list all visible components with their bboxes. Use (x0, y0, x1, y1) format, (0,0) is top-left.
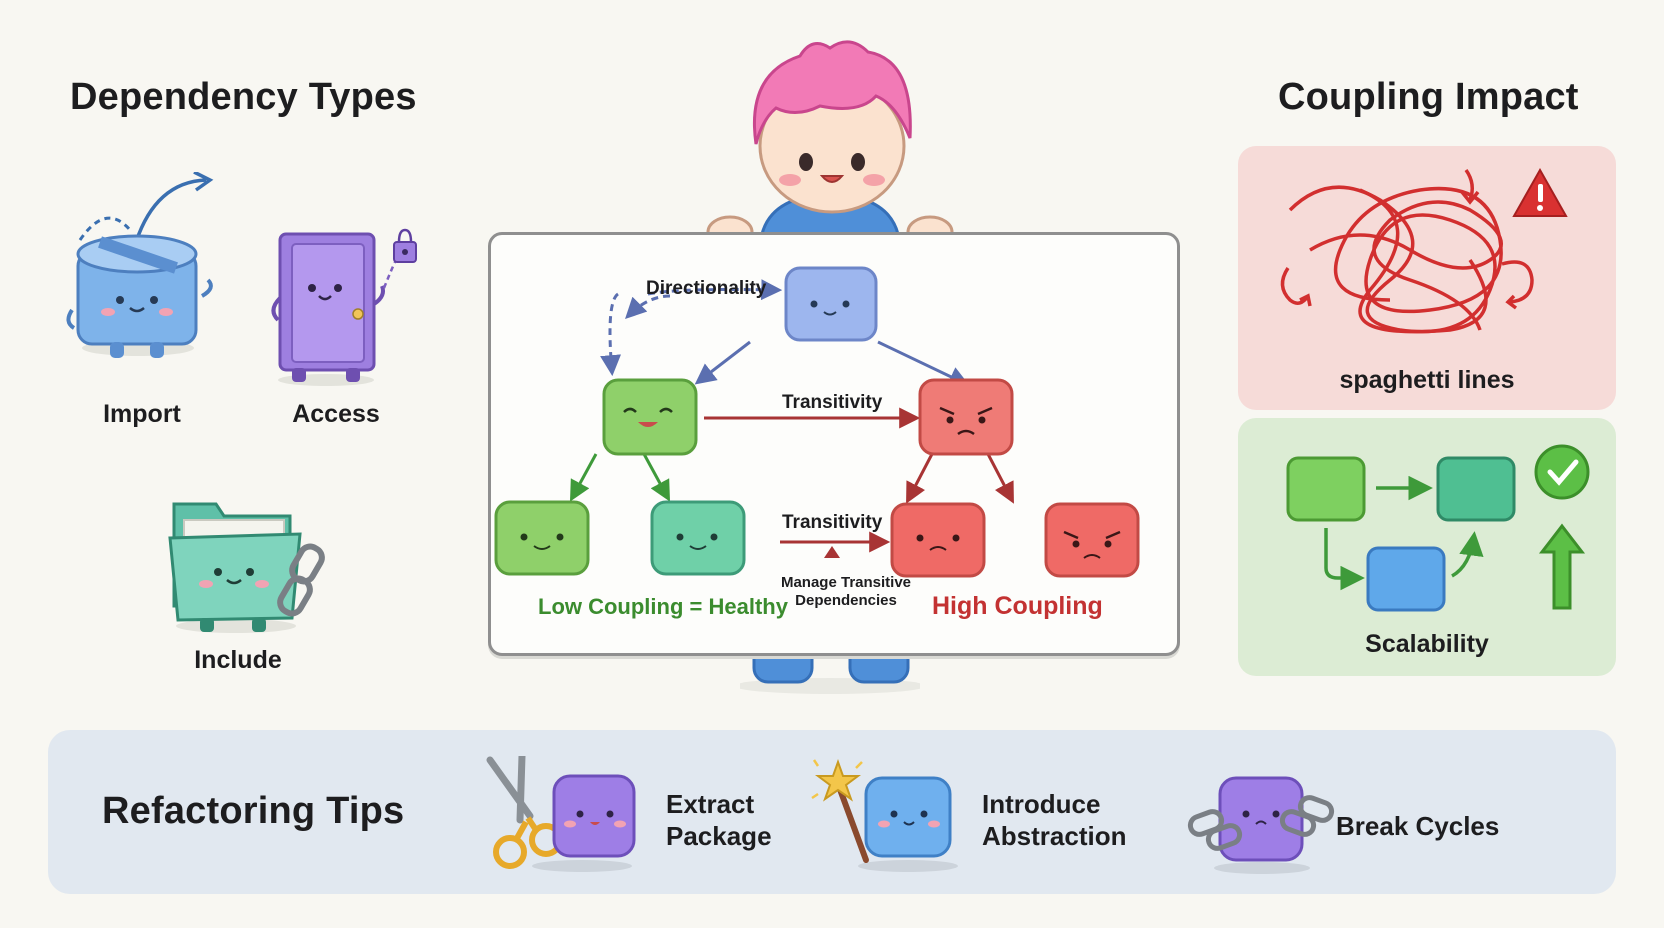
manage-label-line2: Dependencies (795, 592, 897, 609)
manage-transitive-label: Manage Transitive Dependencies (766, 574, 926, 610)
refactoring-tips-title: Refactoring Tips (102, 790, 405, 832)
access-label: Access (292, 400, 380, 428)
directionality-label: Directionality (646, 278, 767, 299)
door-lock-icon (271, 228, 417, 386)
break-cycles-label: Break Cycles (1336, 811, 1500, 841)
checkmark-icon-circle (1534, 444, 1590, 500)
extract-package-line2: Package (666, 821, 772, 851)
introduce-abstraction-line2: Abstraction (982, 821, 1127, 851)
warning-icon-bar (1538, 184, 1543, 202)
transitivity-top-label: Transitivity (782, 392, 883, 413)
coupling-diagram (494, 266, 1140, 578)
character-illustration (752, 40, 912, 236)
manage-label-line1: Manage Transitive (780, 574, 912, 591)
coupling-impact-title: Coupling Impact (1278, 76, 1579, 118)
introduce-abstraction-line1: Introduce (982, 789, 1101, 819)
import-label: Import (103, 400, 181, 428)
folder-chain-icon (168, 502, 325, 633)
refactoring-tips-band (48, 730, 1616, 894)
broken-chain-icon (1187, 776, 1335, 874)
transitivity-bottom-label: Transitivity (782, 512, 883, 533)
scalability-label: Scalability (1365, 630, 1489, 658)
introduce-abstraction-label: Introduce Abstraction (982, 788, 1126, 852)
spaghetti-lines-illustration (1280, 167, 1568, 334)
magic-wand-icon (811, 759, 958, 872)
include-label: Include (194, 646, 282, 674)
extract-package-label: Extract Package (666, 788, 772, 852)
high-coupling-label: High Coupling (932, 592, 1103, 620)
extract-package-line1: Extract (666, 789, 755, 819)
spaghetti-lines-label: spaghetti lines (1339, 366, 1515, 394)
scalability-illustration (1286, 444, 1590, 612)
dependency-types-title: Dependency Types (70, 76, 417, 118)
package-box-icon (66, 172, 214, 358)
scissors-icon (486, 756, 636, 872)
low-coupling-label: Low Coupling = Healthy (538, 594, 788, 619)
